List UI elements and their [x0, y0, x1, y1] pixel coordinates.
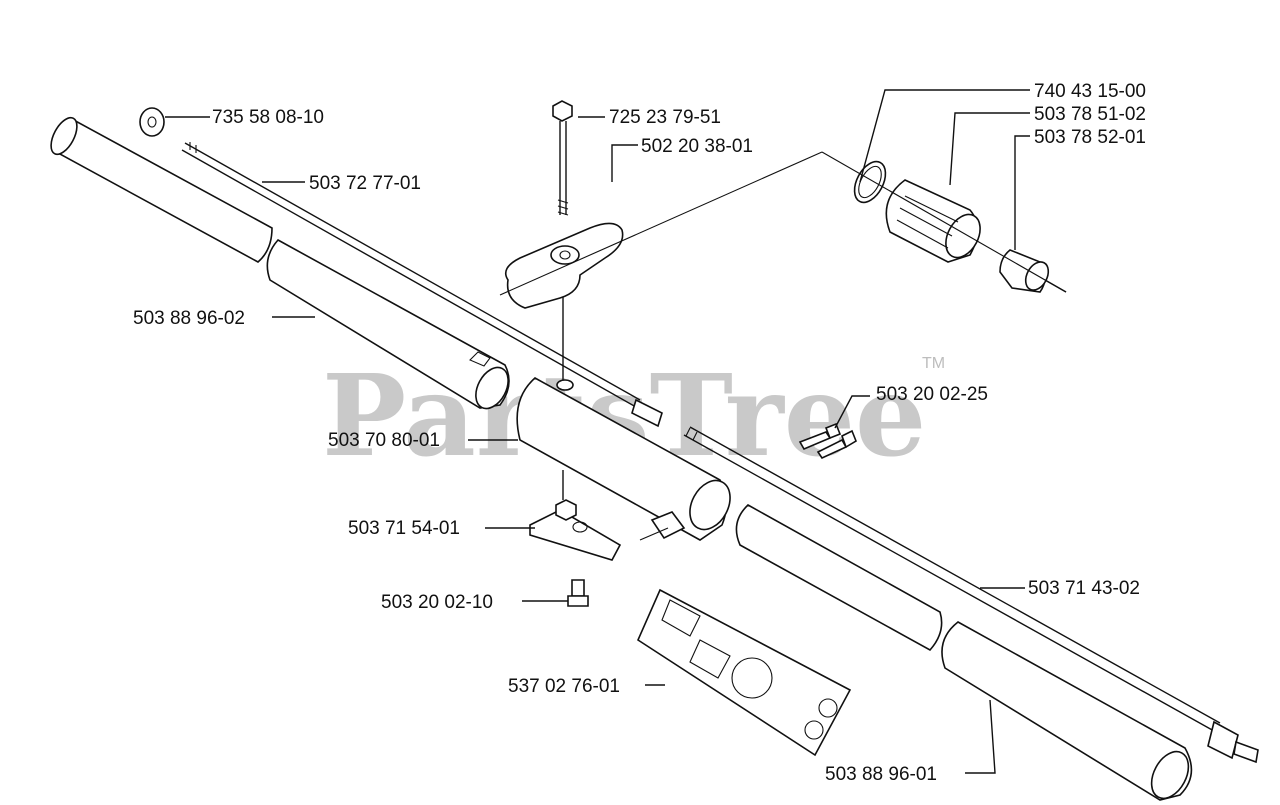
- label-503-88-96-02[interactable]: 503 88 96-02: [133, 308, 245, 329]
- label-537-02-76-01[interactable]: 537 02 76-01: [508, 676, 620, 697]
- label-503-71-54-01[interactable]: 503 71 54-01: [348, 518, 460, 539]
- o-ring[interactable]: [848, 156, 892, 207]
- coupling-housing[interactable]: [516, 377, 738, 541]
- label-502-20-38-01[interactable]: 502 20 38-01: [641, 136, 753, 157]
- label-503-78-52-01[interactable]: 503 78 52-01: [1034, 127, 1146, 148]
- screws-503-20-02-25[interactable]: [798, 422, 857, 460]
- tube-503-88-96-01[interactable]: [941, 621, 1196, 805]
- tube-upper-left[interactable]: [46, 114, 273, 263]
- bushing[interactable]: [999, 249, 1067, 294]
- label-740-43-15-00[interactable]: 740 43 15-00: [1034, 81, 1146, 102]
- bolt-725-23-79-51[interactable]: [552, 100, 573, 380]
- label-503-88-96-01[interactable]: 503 88 96-01: [825, 764, 937, 785]
- label-735-58-08-10[interactable]: 735 58 08-10: [212, 107, 324, 128]
- label-503-72-77-01[interactable]: 503 72 77-01: [309, 173, 421, 194]
- leader-lines: [165, 89, 1067, 774]
- screw-503-20-02-10[interactable]: [567, 579, 589, 607]
- warning-decal[interactable]: [636, 588, 852, 757]
- tube-503-88-96-02[interactable]: [266, 238, 514, 414]
- watermark-trademark: TM: [922, 355, 945, 372]
- label-503-70-80-01[interactable]: 503 70 80-01: [328, 430, 440, 451]
- label-503-20-02-10[interactable]: 503 20 02-10: [381, 592, 493, 613]
- label-503-78-51-02[interactable]: 503 78 51-02: [1034, 104, 1146, 125]
- clamp-plate[interactable]: [529, 470, 622, 561]
- tube-lower-middle[interactable]: [735, 504, 943, 652]
- bearing-cage[interactable]: [885, 179, 987, 263]
- drive-shaft-upper[interactable]: [181, 142, 663, 428]
- label-503-71-43-02[interactable]: 503 71 43-02: [1028, 578, 1140, 599]
- washer[interactable]: [139, 107, 165, 137]
- handle-knob[interactable]: [504, 222, 624, 309]
- label-503-20-02-25[interactable]: 503 20 02-25: [876, 384, 988, 405]
- drive-shaft-lower[interactable]: [683, 426, 1259, 764]
- label-725-23-79-51[interactable]: 725 23 79-51: [609, 107, 721, 128]
